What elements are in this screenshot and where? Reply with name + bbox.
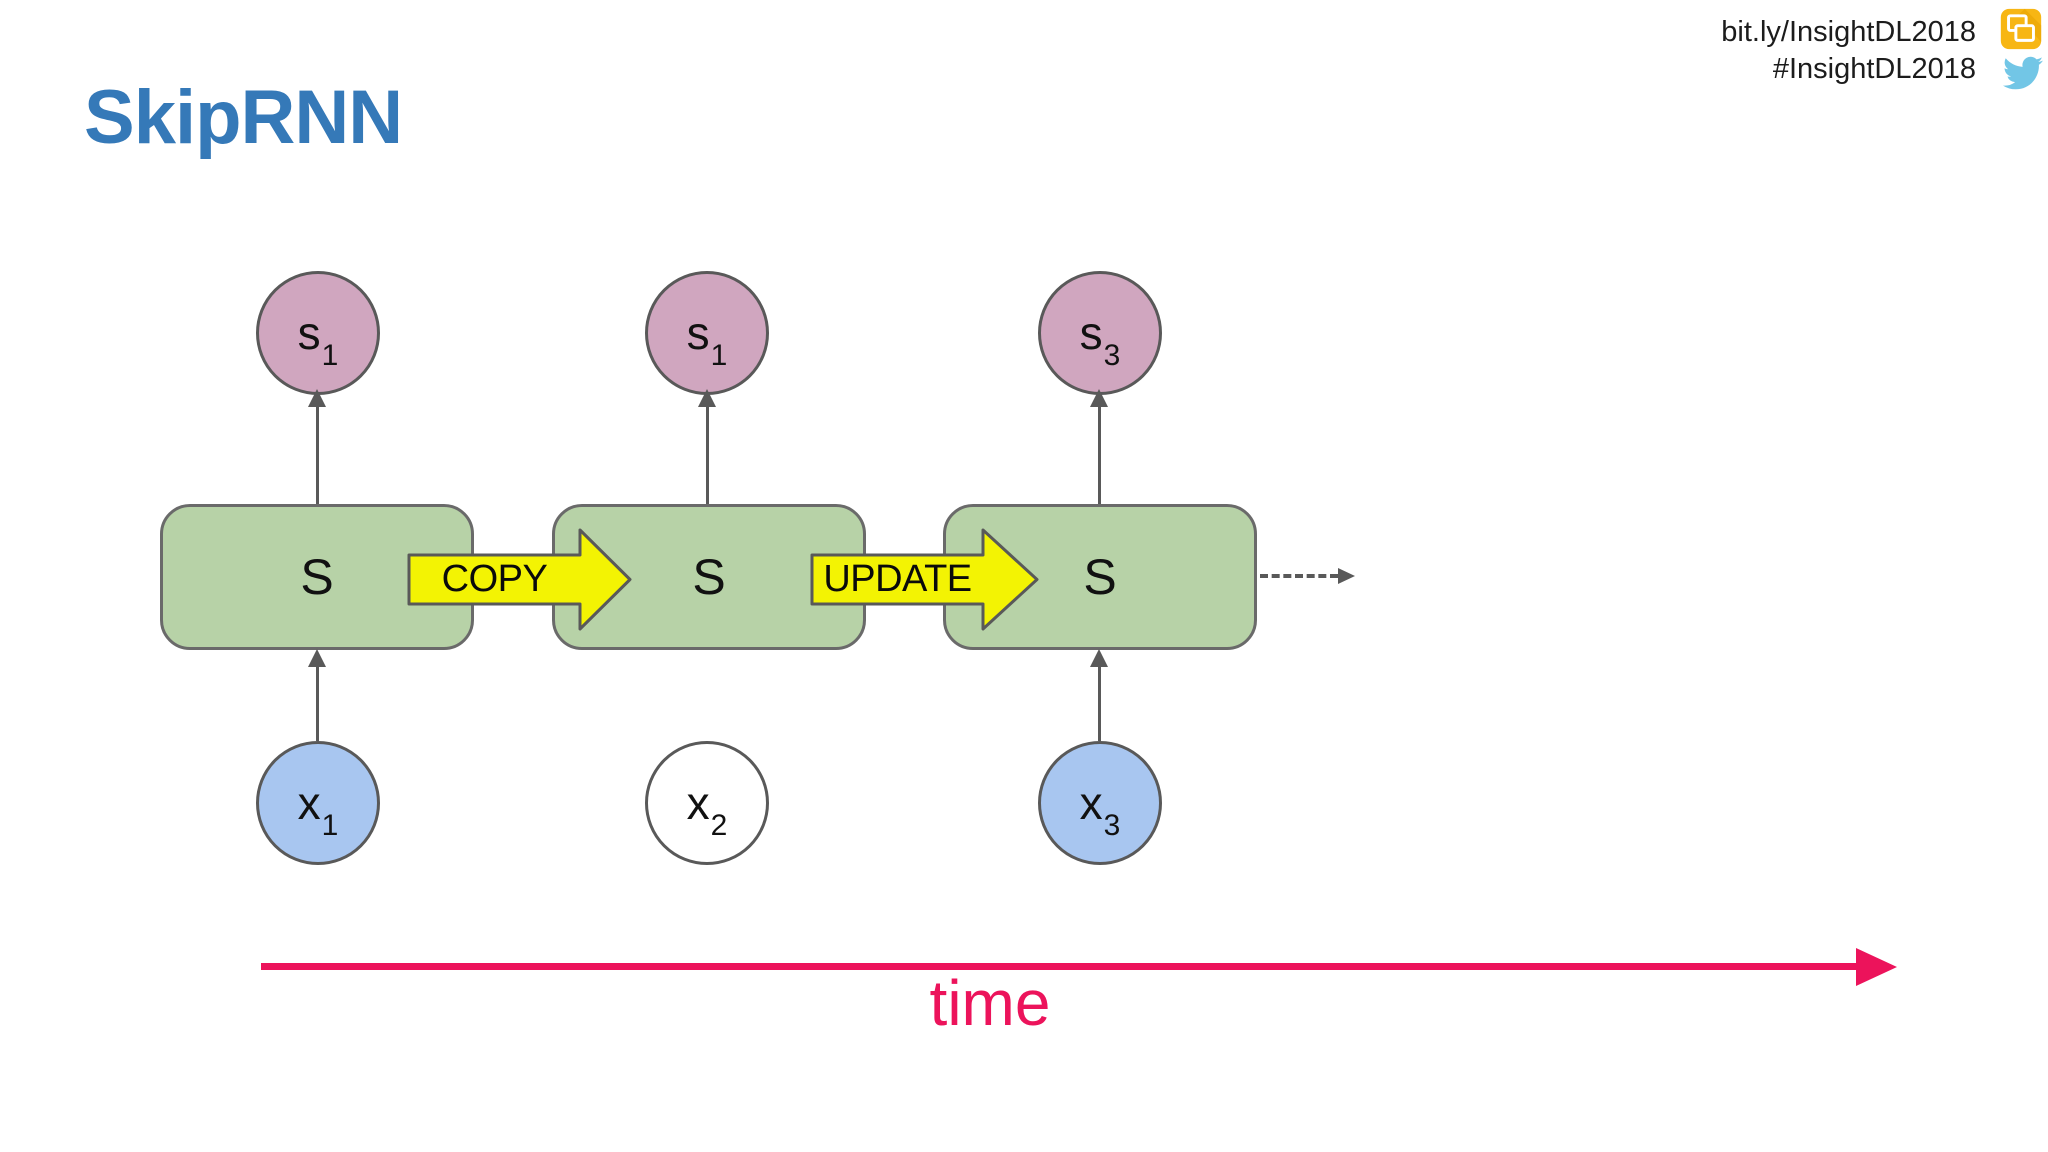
google-slides-icon	[1999, 7, 2043, 51]
dashed-arrowhead-icon	[1338, 568, 1355, 584]
input-circle-x3: x3	[1038, 741, 1162, 865]
connector-cell3-to-s3	[1098, 403, 1101, 504]
hashtag-text: #InsightDL2018	[1772, 53, 1976, 85]
arrowhead-up-icon	[1090, 389, 1108, 407]
state-circle-s1: s1	[256, 271, 380, 395]
cell-label: S	[692, 549, 726, 605]
state-circle-label: s1	[297, 307, 339, 372]
arrowhead-up-icon	[698, 389, 716, 407]
rnn-cell-3: S	[943, 504, 1257, 650]
input-circle-x2-skipped: x2	[645, 741, 769, 865]
state-circle-s1-copied: s1	[645, 271, 769, 395]
cell-label: S	[300, 549, 334, 605]
google-slides-icon-svg	[2000, 8, 2042, 50]
arrowhead-up-icon	[308, 389, 326, 407]
time-axis-line	[261, 963, 1859, 970]
dashed-continuation-line	[1260, 574, 1338, 578]
state-circle-label: s1	[686, 307, 728, 372]
copy-transition-arrow: COPY	[407, 528, 633, 631]
state-circle-label: s3	[1079, 307, 1121, 372]
input-circle-x1: x1	[256, 741, 380, 865]
copy-arrow-label: COPY	[441, 558, 548, 600]
connector-x1-to-cell1	[316, 663, 319, 741]
connector-cell2-to-s1	[706, 403, 709, 504]
state-circle-s3: s3	[1038, 271, 1162, 395]
bitly-link-text: bit.ly/InsightDL2018	[1721, 16, 1976, 48]
input-circle-label: x1	[297, 777, 339, 842]
connector-cell1-to-s1	[316, 403, 319, 504]
arrowhead-up-icon	[308, 649, 326, 667]
header-links: bit.ly/InsightDL2018 #InsightDL2018	[1721, 14, 1976, 88]
page-title: SkipRNN	[84, 75, 403, 160]
yellow-arrow-icon	[810, 528, 1039, 631]
update-arrow-label: UPDATE	[823, 558, 972, 600]
connector-x3-to-cell3	[1098, 663, 1101, 741]
time-axis-arrowhead-icon	[1856, 948, 1897, 986]
twitter-bird-svg	[2003, 56, 2043, 90]
rnn-cell-1: S	[160, 504, 474, 650]
time-axis-label: time	[929, 967, 1051, 1039]
cell-label: S	[1083, 549, 1117, 605]
arrowhead-up-icon	[1090, 649, 1108, 667]
update-transition-arrow: UPDATE	[810, 528, 1040, 631]
input-circle-label: x2	[686, 777, 728, 842]
twitter-icon	[2001, 53, 2045, 93]
yellow-arrow-icon	[407, 528, 632, 631]
input-circle-label: x3	[1079, 777, 1121, 842]
